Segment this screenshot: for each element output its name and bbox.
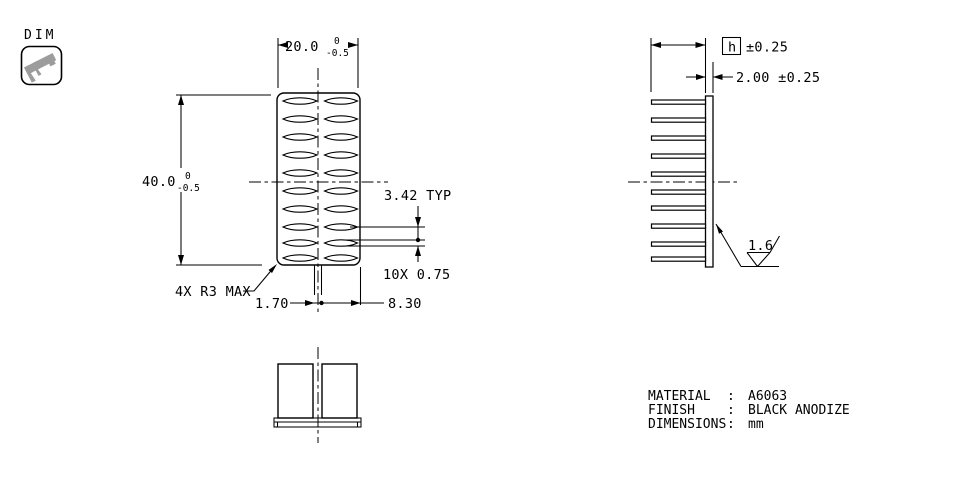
fin-slot: [323, 151, 359, 159]
dim-tool: DIM: [20, 28, 63, 86]
fin-slot: [323, 254, 359, 262]
roughness-symbol: [746, 235, 780, 267]
fin: [650, 205, 707, 211]
arrowhead: [713, 74, 723, 80]
note-separator: :: [727, 403, 735, 418]
arrowhead: [716, 224, 723, 234]
fin: [650, 99, 707, 105]
arrowhead: [278, 42, 288, 48]
fin-slot: [323, 169, 359, 177]
fin-slot: [281, 115, 319, 123]
side-fins: [650, 99, 707, 262]
fin-height-dimension: h ±0.25: [650, 36, 788, 93]
surface-finish-callout: 1.6: [715, 223, 780, 268]
dimension-dot: [415, 237, 421, 243]
fin-slot: [323, 133, 359, 141]
fin-pitch-dimension: 3.42 TYP 10X 0.75: [343, 188, 451, 283]
note-label: MATERIAL: [648, 389, 711, 404]
fin-slot: [281, 169, 319, 177]
fin-thickness-label: 10X 0.75: [383, 267, 450, 283]
fin: [650, 117, 707, 123]
bottom-right-block: [321, 363, 358, 419]
base-plate: [704, 95, 714, 268]
arrowhead: [651, 42, 661, 48]
arrowhead: [415, 217, 421, 227]
arrowhead: [178, 255, 184, 265]
surface-roughness-label: 1.6: [748, 238, 773, 254]
corner-radius-label: 4X R3 MAX: [175, 284, 251, 300]
fin-slot: [323, 187, 359, 195]
front-view: 20.0 0 -0.5 40.0 0 -0.5 3.42 TYP: [142, 36, 451, 313]
fin: [650, 153, 707, 159]
note-separator: :: [727, 389, 735, 404]
fin: [650, 256, 707, 262]
base-thickness-dimension: 2.00 ±0.25: [686, 62, 820, 93]
height-tol-upper: 0: [185, 171, 191, 182]
fin-slot: [281, 97, 319, 105]
fin-slot: [323, 97, 359, 105]
fin: [650, 135, 707, 141]
base-thickness-label: 2.00 ±0.25: [736, 70, 820, 86]
caliper-icon: [24, 52, 57, 83]
width-tol-upper: 0: [334, 36, 340, 47]
slot-dimensions: 1.70 8.30: [255, 267, 422, 312]
arrowhead: [696, 74, 706, 80]
fin-slot: [323, 115, 359, 123]
fin-slot: [281, 254, 319, 262]
width-dimension: 20.0 0 -0.5: [277, 36, 359, 88]
side-view: h ±0.25 2.00 ±0.25 1.6: [628, 36, 820, 268]
slot-width-label: 1.70: [255, 296, 289, 312]
fin: [650, 241, 707, 247]
note-value: mm: [748, 417, 764, 432]
note-value: BLACK ANODIZE: [748, 403, 850, 418]
arrowhead: [348, 42, 358, 48]
note-separator: :: [727, 417, 735, 432]
arrowhead: [305, 300, 315, 306]
arrowhead: [695, 42, 706, 48]
fin-slot: [281, 239, 319, 247]
width-tol-lower: -0.5: [326, 48, 349, 59]
fin: [650, 223, 707, 229]
fin-slot: [281, 187, 319, 195]
dim-label: DIM: [24, 28, 56, 43]
note-value: A6063: [748, 389, 787, 404]
note-label: DIMENSIONS: [648, 417, 726, 432]
bottom-view: [273, 347, 362, 443]
arrowhead: [268, 264, 277, 273]
fin-height-symbol: h: [728, 40, 736, 56]
front-fin-slots: [281, 97, 359, 262]
fin-slot: [281, 151, 319, 159]
dim-icon-button[interactable]: [20, 45, 63, 86]
note-label: FINISH: [648, 403, 695, 418]
fin-slot: [323, 205, 359, 213]
width-value: 20.0: [285, 39, 319, 55]
corner-radius-callout: 4X R3 MAX: [175, 264, 277, 300]
height-dimension: 40.0 0 -0.5: [142, 94, 271, 266]
fin-pitch-label: 3.42 TYP: [384, 188, 451, 204]
bottom-left-block: [277, 363, 314, 419]
notes-block: MATERIAL : A6063 FINISH : BLACK ANODIZE …: [648, 389, 850, 432]
front-body-outline: [276, 92, 361, 266]
bottom-flange: [273, 417, 362, 428]
dimension-dot: [319, 300, 324, 306]
fin-slot: [281, 205, 319, 213]
fin-slot: [281, 133, 319, 141]
fin-slot: [323, 239, 359, 247]
fin: [650, 189, 707, 195]
arrowhead: [351, 300, 361, 306]
symbol-box: [721, 36, 742, 56]
fin-slot: [281, 223, 319, 231]
arrowhead: [415, 246, 421, 256]
arrowhead: [178, 95, 184, 105]
fin: [650, 171, 707, 177]
height-tol-lower: -0.5: [177, 183, 200, 194]
fin-height-tol: ±0.25: [746, 40, 788, 56]
height-value: 40.0: [142, 174, 176, 190]
slot-offset-label: 8.30: [388, 296, 422, 312]
